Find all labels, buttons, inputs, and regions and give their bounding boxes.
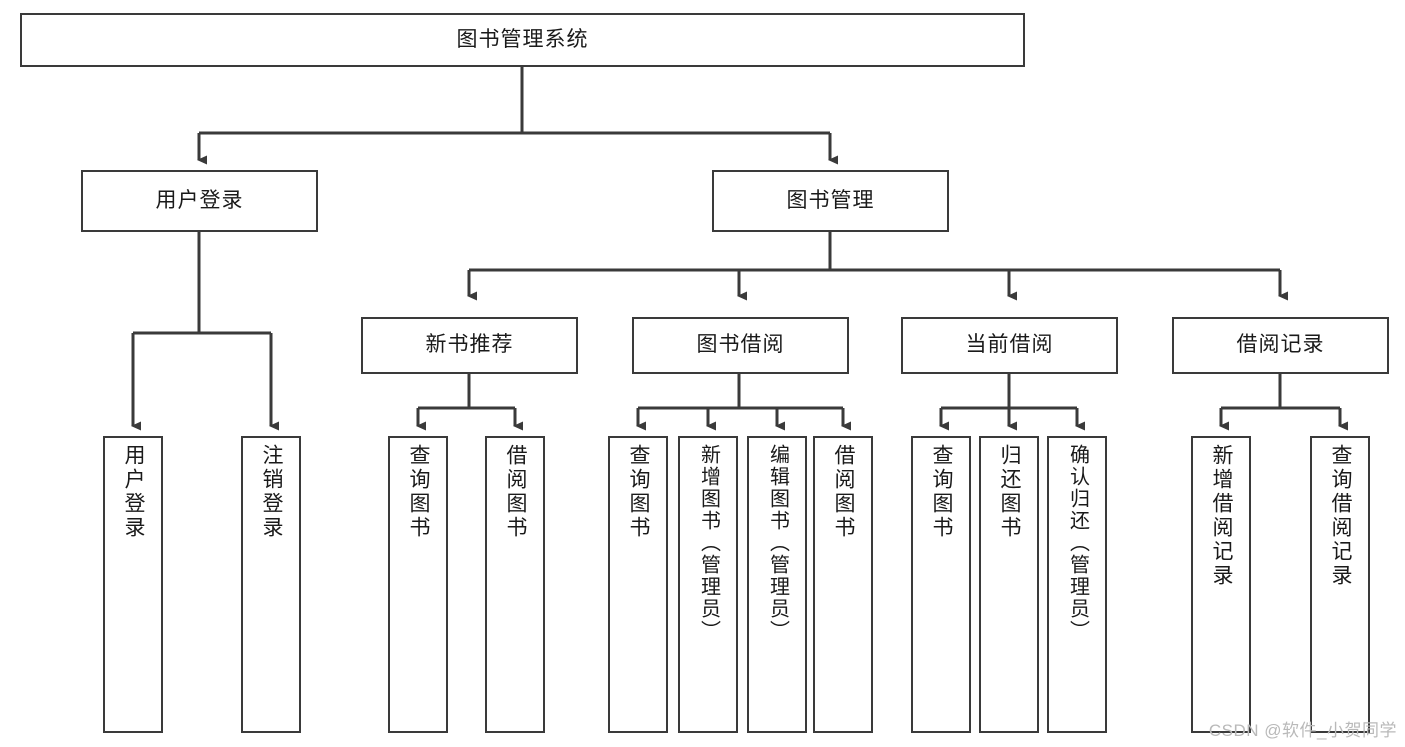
node-root-system[interactable]: 图书管理系统 — [20, 13, 1025, 67]
node-label: 编辑图书（管理员） — [766, 444, 789, 642]
node-label: 图书管理 — [786, 188, 875, 212]
node-label: 图书借阅 — [696, 333, 785, 357]
node-label: 当前借阅 — [965, 333, 1054, 357]
leaf-confirm-return-admin[interactable]: 确认归还（管理员） — [1047, 436, 1107, 733]
node-label: 查询图书 — [930, 444, 954, 540]
node-label: 用户登录 — [155, 188, 244, 212]
node-label: 新增借阅记录 — [1210, 444, 1234, 588]
leaf-query-borrow-record[interactable]: 查询借阅记录 — [1310, 436, 1370, 733]
node-label: 新书推荐 — [425, 333, 514, 357]
leaf-user-login[interactable]: 用户登录 — [103, 436, 163, 733]
node-label: 归还图书 — [998, 444, 1022, 540]
node-label: 借阅图书 — [504, 444, 528, 540]
watermark-text: CSDN @软件_小贺同学 — [1208, 721, 1397, 740]
leaf-query-book-borrow[interactable]: 查询图书 — [608, 436, 668, 733]
node-label: 查询借阅记录 — [1329, 444, 1353, 588]
leaf-query-book-current[interactable]: 查询图书 — [911, 436, 971, 733]
node-label: 查询图书 — [407, 444, 431, 540]
node-label: 新增图书（管理员） — [697, 444, 720, 642]
leaf-add-borrow-record[interactable]: 新增借阅记录 — [1191, 436, 1251, 733]
leaf-query-book-recommend[interactable]: 查询图书 — [388, 436, 448, 733]
leaf-borrow-book-recommend[interactable]: 借阅图书 — [485, 436, 545, 733]
leaf-logout-login[interactable]: 注销登录 — [241, 436, 301, 733]
node-label: 图书管理系统 — [456, 27, 589, 51]
node-label: 用户登录 — [122, 444, 146, 540]
node-new-book-recommend[interactable]: 新书推荐 — [361, 317, 578, 374]
node-current-borrow[interactable]: 当前借阅 — [901, 317, 1118, 374]
node-label: 借阅记录 — [1236, 333, 1325, 357]
leaf-borrow-book[interactable]: 借阅图书 — [813, 436, 873, 733]
node-book-manage[interactable]: 图书管理 — [712, 170, 949, 232]
node-borrow-record[interactable]: 借阅记录 — [1172, 317, 1389, 374]
leaf-edit-book-admin[interactable]: 编辑图书（管理员） — [747, 436, 807, 733]
leaf-return-book[interactable]: 归还图书 — [979, 436, 1039, 733]
node-book-borrow[interactable]: 图书借阅 — [632, 317, 849, 374]
node-label: 确认归还（管理员） — [1066, 444, 1089, 642]
leaf-add-book-admin[interactable]: 新增图书（管理员） — [678, 436, 738, 733]
node-user-login[interactable]: 用户登录 — [81, 170, 318, 232]
node-label: 查询图书 — [627, 444, 651, 540]
node-label: 借阅图书 — [832, 444, 856, 540]
node-label: 注销登录 — [260, 444, 284, 540]
